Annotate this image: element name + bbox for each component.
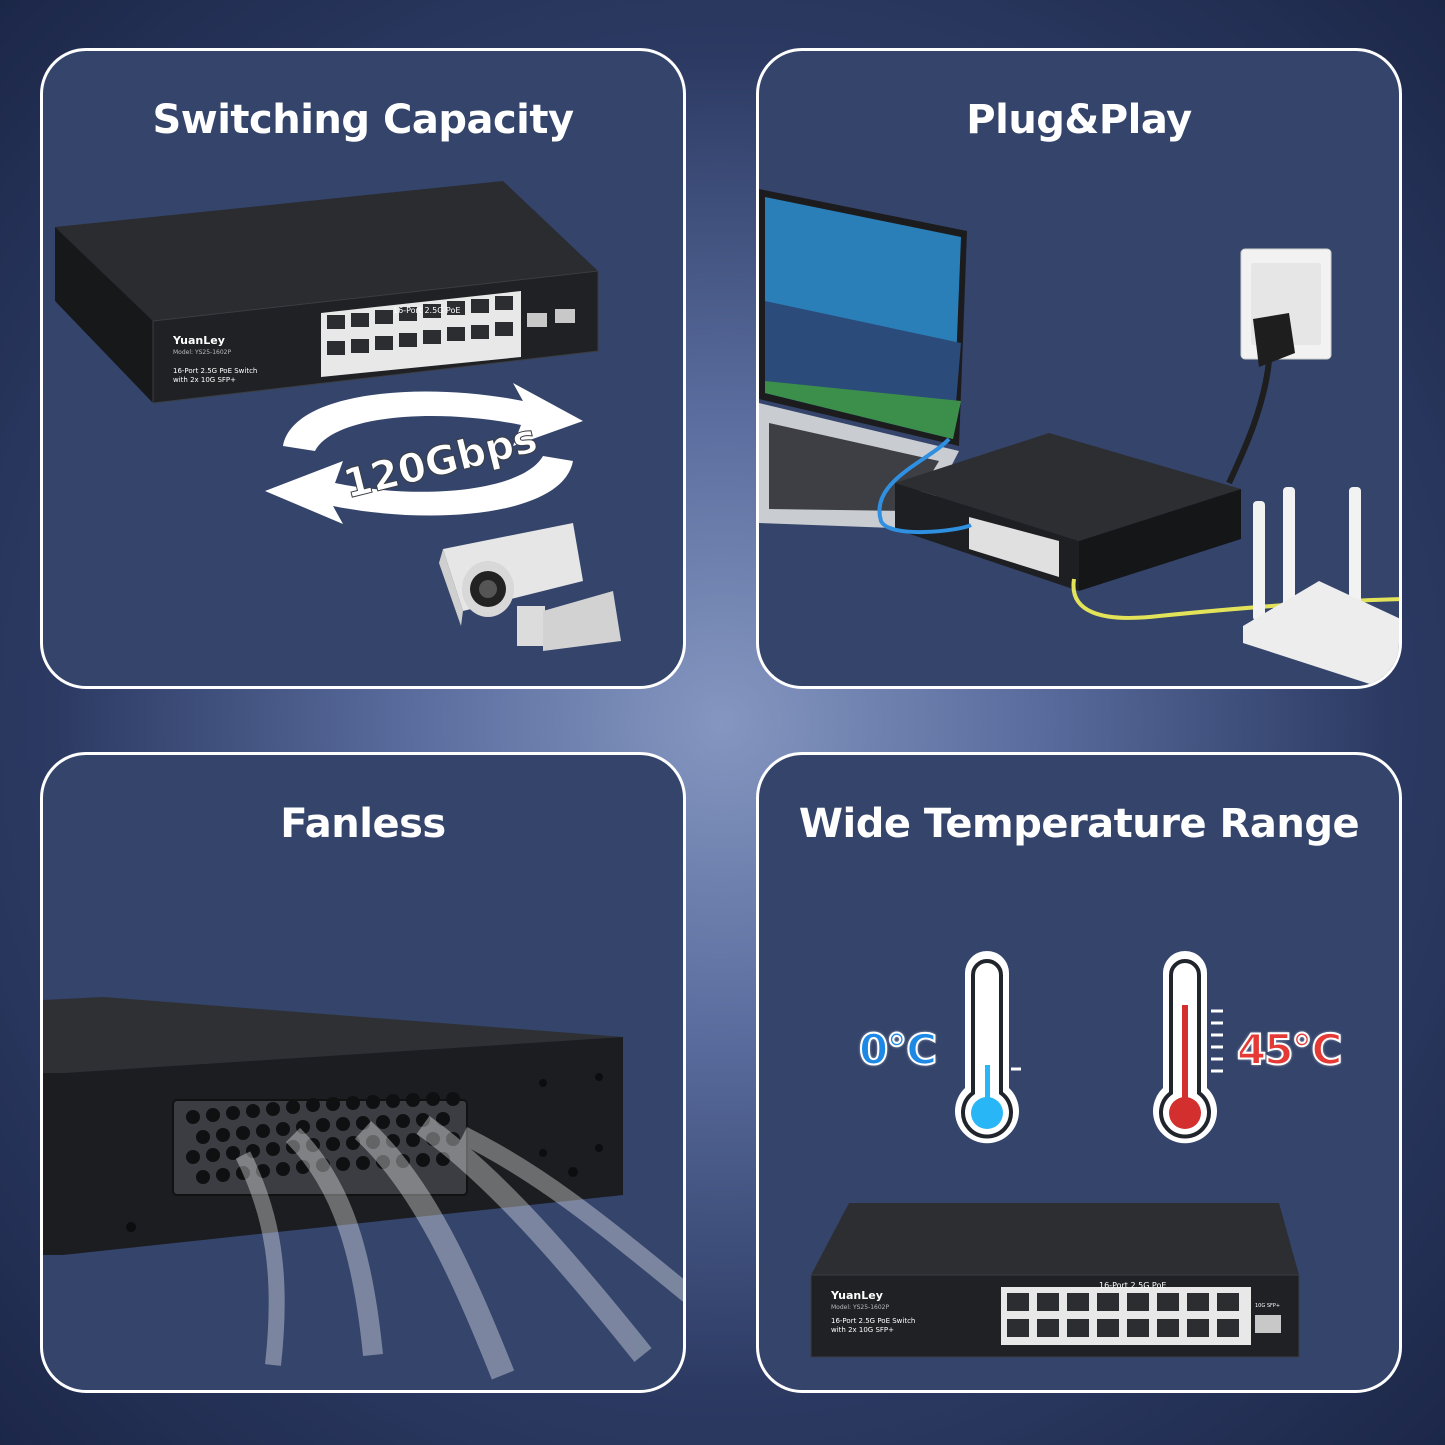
laptop-icon xyxy=(759,189,967,529)
wifi-router-icon xyxy=(1243,487,1399,686)
ethernet-cable-blue xyxy=(877,437,972,535)
switch-desc-2: with 2x 10G SFP+ xyxy=(173,376,236,384)
vent-holes xyxy=(186,1092,460,1184)
port-header: 16-Port 2.5G PoE xyxy=(393,306,460,315)
port-header: 16-Port 2.5G PoE xyxy=(1099,1281,1166,1290)
thermometer-hot-icon xyxy=(1153,951,1223,1144)
fanless-illustration xyxy=(43,997,683,1380)
port-block xyxy=(321,291,575,377)
mounting-holes xyxy=(126,1073,603,1232)
switching-capacity-panel: Switching Capacity 16-Port 2.5G PoE Yuan… xyxy=(40,48,686,689)
plug-and-play-panel: Plug&Play xyxy=(756,48,1402,689)
model-label: Model: YS25-1602P xyxy=(831,1304,889,1311)
temperature-illustration: 16-Port 2.5G PoE YuanLey Model: YS25-160… xyxy=(810,951,1300,1358)
panel-title: Wide Temperature Range xyxy=(798,801,1360,847)
temp-high-label: 45℃ xyxy=(1236,1024,1343,1075)
temp-low-label: 0℃ xyxy=(858,1024,938,1075)
rotation-arrows-icon xyxy=(265,383,583,524)
plug-and-play-illustration xyxy=(759,189,1399,686)
switch-desc-1: 16-Port 2.5G PoE Switch xyxy=(173,367,257,375)
switch-top xyxy=(43,997,623,1073)
brand-logo: YuanLey xyxy=(830,1289,883,1302)
switch-desc-1: 16-Port 2.5G PoE Switch xyxy=(831,1317,915,1325)
switch-side xyxy=(55,227,153,403)
airflow-icon xyxy=(235,1116,683,1380)
panel-title: Plug&Play xyxy=(966,97,1192,143)
wide-temperature-panel: Wide Temperature Range 0℃ 45℃ xyxy=(756,752,1402,1393)
thermometer-cold-icon xyxy=(955,951,1021,1144)
switching-capacity-illustration: 16-Port 2.5G PoE YuanLey Model: YS25-160… xyxy=(55,181,621,651)
security-camera-icon xyxy=(439,523,621,651)
panel-title: Switching Capacity xyxy=(152,97,574,143)
brand-logo: YuanLey xyxy=(172,334,225,347)
fanless-panel: Fanless xyxy=(40,752,686,1393)
sfp-label: 10G SFP+ xyxy=(1255,1303,1280,1309)
model-label: Model: YS25-1602P xyxy=(173,349,231,356)
power-outlet-icon xyxy=(1226,248,1332,485)
panel-title: Fanless xyxy=(280,801,446,847)
network-switch-icon xyxy=(895,433,1241,591)
switch-desc-2: with 2x 10G SFP+ xyxy=(831,1326,894,1334)
network-switch-icon xyxy=(810,1203,1300,1358)
